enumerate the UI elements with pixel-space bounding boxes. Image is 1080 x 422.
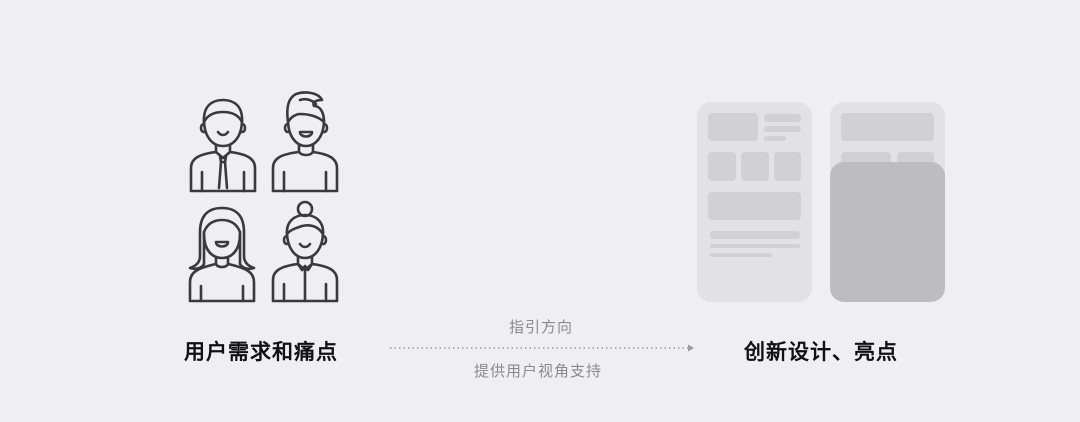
wireframe-grid-cell bbox=[708, 152, 736, 181]
phone-wireframe-1 bbox=[697, 102, 812, 302]
phone-wireframe-2 bbox=[830, 102, 945, 302]
wireframe-grid-cell bbox=[741, 152, 769, 181]
innovation-label: 创新设计、亮点 bbox=[744, 340, 898, 364]
arrow-caption-bottom: 提供用户视角支持 bbox=[474, 362, 603, 380]
man-with-quiff-icon bbox=[270, 90, 340, 193]
wireframe-banner-block bbox=[841, 113, 934, 141]
woman-bun-icon bbox=[270, 200, 340, 303]
wireframe-text-line bbox=[710, 231, 800, 239]
wireframe-text-line bbox=[710, 253, 772, 257]
dotted-arrow bbox=[390, 344, 694, 352]
wireframe-text-line bbox=[710, 244, 800, 248]
man-with-tie-icon bbox=[188, 96, 258, 194]
woman-long-hair-icon bbox=[186, 204, 256, 303]
wireframe-text-line bbox=[764, 114, 801, 122]
wireframe-image-block bbox=[708, 113, 758, 141]
wireframe-text-line bbox=[764, 136, 786, 141]
wireframe-banner-block bbox=[708, 192, 801, 220]
arrow-caption-top: 指引方向 bbox=[509, 318, 574, 336]
highlight-card bbox=[830, 162, 945, 302]
user-needs-label: 用户需求和痛点 bbox=[184, 340, 338, 364]
wireframe-text-line bbox=[764, 126, 801, 132]
wireframe-grid-cell bbox=[774, 152, 801, 181]
